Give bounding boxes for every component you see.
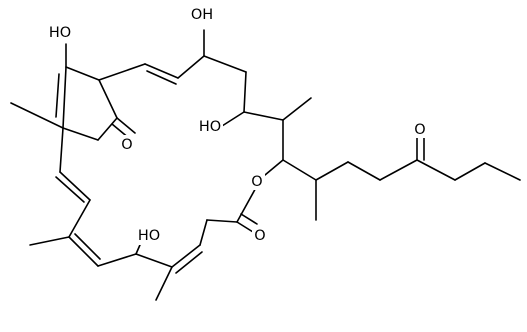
oh-top-left-text: HO	[49, 25, 71, 41]
oh-top-left-label: HO	[47, 23, 73, 42]
oh-top-center-label: OH	[189, 5, 215, 24]
o-ketone-ring-label: O	[119, 135, 135, 153]
oh-top-center-text: OH	[191, 7, 213, 23]
ho-bottom-text: HO	[138, 228, 160, 244]
o-ester-ring-label: O	[249, 172, 265, 190]
o-ketone-ring-text: O	[121, 137, 132, 153]
ho-mid-text: HO	[199, 119, 221, 135]
o-lactone-carbonyl-text: O	[254, 228, 265, 244]
o-lactone-carbonyl-label: O	[252, 226, 268, 244]
o-ester-ring-text: O	[251, 174, 262, 190]
atom-labels: HO OH HO O O O HO O	[47, 5, 429, 245]
bond-lines	[10, 29, 521, 301]
ho-bottom-label: HO	[136, 226, 162, 245]
o-ketone-chain-label: O	[411, 120, 429, 138]
o-ketone-chain-text: O	[414, 122, 425, 138]
ho-mid-label: HO	[197, 117, 223, 136]
